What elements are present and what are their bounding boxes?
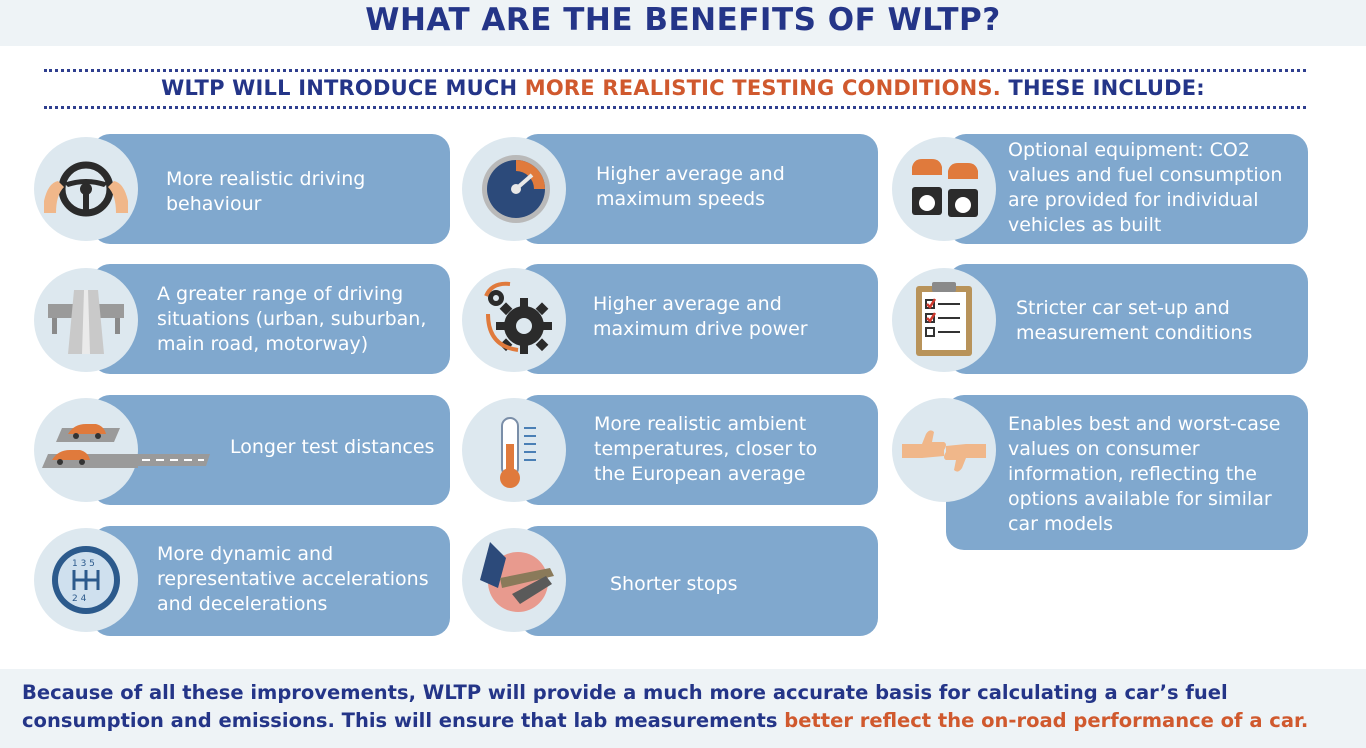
thermometer-icon [462, 398, 566, 502]
pedal-icon [462, 528, 566, 632]
subtitle-highlight: MORE REALISTIC TESTING CONDITIONS. [524, 76, 1001, 100]
benefit-label: Stricter car set-up and measurement cond… [1016, 297, 1253, 344]
svg-text:2 4: 2 4 [72, 594, 87, 604]
footer-part1: Because of all these improvements, WLTP … [22, 681, 1228, 732]
subtitle-part1: WLTP WILL INTRODUCE MUCH [161, 76, 525, 100]
benefit-card-drive-power [520, 264, 878, 374]
benefit-card-temperatures [520, 395, 878, 505]
benefit-card-accelerations [92, 526, 450, 636]
benefit-label: Enables best and worst-case values on co… [1008, 413, 1281, 535]
top-dotted-divider [44, 69, 1306, 72]
footer-band [0, 669, 1366, 748]
benefit-label: Optional equipment: CO2 values and fuel … [1008, 139, 1283, 236]
benefit-card-test-distances [92, 395, 450, 505]
benefit-card-speeds [520, 134, 878, 244]
subtitle-part2: THESE INCLUDE: [1000, 76, 1205, 100]
gear-shift-icon: 1 3 5 2 4 [34, 528, 138, 632]
benefit-label: Higher average and maximum drive power [593, 293, 808, 340]
benefit-card-optional-equipment [948, 134, 1308, 244]
benefit-label: Higher average and maximum speeds [596, 163, 785, 210]
subtitle: WLTP WILL INTRODUCE MUCH MORE REALISTIC … [0, 76, 1366, 100]
cars-gauges-icon [892, 137, 996, 241]
thumbs-up-down-icon [892, 398, 996, 502]
speedometer-icon [462, 137, 566, 241]
cars-on-track-icon [34, 398, 138, 502]
page-title: WHAT ARE THE BENEFITS OF WLTP? [365, 2, 1001, 38]
gears-icon [462, 268, 566, 372]
footer-text: Because of all these improvements, WLTP … [22, 679, 1342, 735]
benefit-label: Shorter stops [610, 573, 738, 595]
benefit-label: More realistic driving behaviour [166, 168, 366, 215]
title-band [0, 0, 1366, 46]
benefit-label: More realistic ambient temperatures, clo… [594, 413, 818, 485]
benefit-card-consumer-information [946, 395, 1308, 550]
svg-text:1 3 5: 1 3 5 [72, 559, 95, 569]
benefit-card-stops [520, 526, 878, 636]
track-stripe [138, 454, 210, 466]
benefit-label: A greater range of driving situations (u… [157, 283, 427, 355]
footer-highlight: better reflect the on-road performance o… [784, 709, 1309, 732]
benefit-label: More dynamic and representative accelera… [157, 543, 429, 615]
bottom-dotted-divider [44, 106, 1306, 109]
road-icon [34, 268, 138, 372]
benefit-card-driving-situations [92, 264, 450, 374]
steering-wheel-icon [34, 137, 138, 241]
benefit-card-driving-behaviour [92, 134, 450, 244]
benefit-label: Longer test distances [230, 436, 435, 458]
benefit-card-car-setup [948, 264, 1308, 374]
clipboard-checklist-icon [892, 268, 996, 372]
